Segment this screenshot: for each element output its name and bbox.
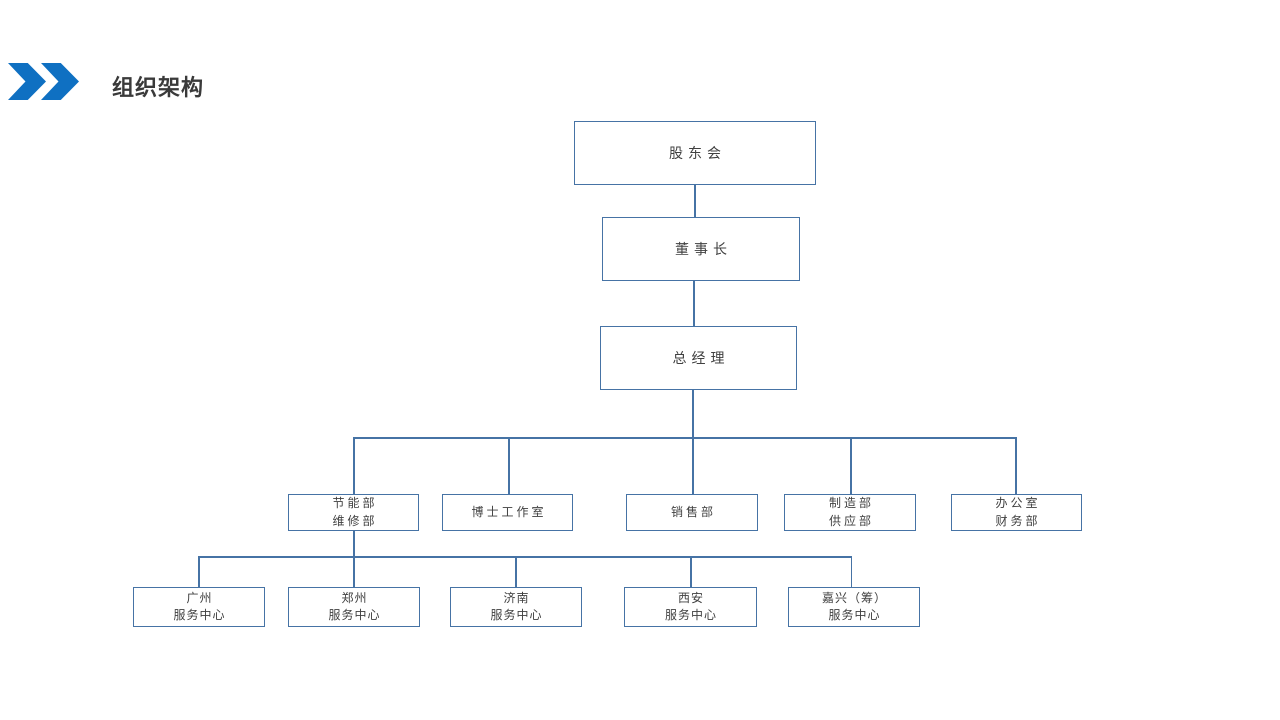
org-node-label: 服务中心 — [173, 608, 226, 622]
org-node-general-manager: 总经理 — [600, 326, 797, 390]
connector-level4-bus — [353, 437, 1016, 439]
org-node-zhengzhou-center: 郑州 服务中心 — [288, 587, 420, 627]
connector-drop-xian — [690, 556, 692, 587]
org-node-energy-maintenance: 节能部 维修部 — [288, 494, 419, 531]
org-node-label: 服务中心 — [664, 608, 717, 622]
org-node-office-finance: 办公室 财务部 — [951, 494, 1082, 531]
chevron-right-icon — [8, 63, 46, 100]
org-node-sales: 销售部 — [626, 494, 758, 531]
org-node-doctor-studio: 博士工作室 — [442, 494, 573, 531]
org-node-label: 济南 — [503, 590, 530, 605]
connector-l3-bus — [692, 390, 694, 438]
org-node-label: 服务中心 — [328, 608, 381, 622]
slide-header: 组织架构 — [0, 0, 1280, 110]
org-node-jinan-center: 济南 服务中心 — [450, 587, 582, 627]
org-node-label: 服务中心 — [490, 608, 543, 622]
org-node-guangzhou-center: 广州 服务中心 — [133, 587, 265, 627]
connector-drop-manufacturing — [850, 437, 852, 494]
chevron-right-icon — [41, 63, 79, 100]
org-node-xian-center: 西安 服务中心 — [624, 587, 757, 627]
connector-l1-l2 — [694, 185, 696, 217]
org-node-label: 董事长 — [675, 240, 732, 257]
org-node-label: 销售部 — [670, 504, 716, 519]
org-node-label: 维修部 — [332, 513, 378, 528]
org-node-label: 制造部 — [828, 496, 874, 511]
org-node-label: 服务中心 — [828, 608, 881, 622]
org-node-label: 广州 — [186, 590, 213, 605]
org-node-label: 博士工作室 — [471, 504, 547, 519]
org-node-label: 郑州 — [341, 590, 368, 605]
connector-level5-bus — [198, 556, 852, 558]
org-node-manufacturing-supply: 制造部 供应部 — [784, 494, 916, 531]
org-node-chairman: 董事长 — [602, 217, 800, 281]
connector-drop-zhengzhou — [353, 556, 355, 587]
connector-drop-guangzhou — [198, 556, 200, 587]
org-node-label: 办公室 — [995, 496, 1041, 511]
org-node-label: 总经理 — [672, 349, 730, 366]
connector-drop-sales — [692, 437, 694, 494]
org-node-label: 西安 — [677, 590, 704, 605]
connector-drop-jiaxing — [850, 556, 852, 587]
connector-energy-bus — [353, 531, 355, 556]
connector-drop-office — [1015, 437, 1017, 494]
org-node-shareholders: 股东会 — [574, 121, 816, 185]
org-node-label: 供应部 — [828, 513, 874, 528]
connector-l2-l3 — [693, 281, 695, 326]
slide-title: 组织架构 — [112, 75, 205, 100]
org-node-label: 财务部 — [995, 513, 1041, 528]
org-node-label: 嘉兴（筹） — [821, 590, 887, 605]
org-node-label: 节能部 — [332, 496, 378, 511]
connector-drop-energy — [353, 437, 355, 494]
connector-drop-doctor-studio — [508, 437, 510, 494]
org-node-label: 股东会 — [669, 144, 726, 161]
org-node-jiaxing-center: 嘉兴（筹） 服务中心 — [788, 587, 920, 627]
connector-drop-jinan — [515, 556, 517, 587]
